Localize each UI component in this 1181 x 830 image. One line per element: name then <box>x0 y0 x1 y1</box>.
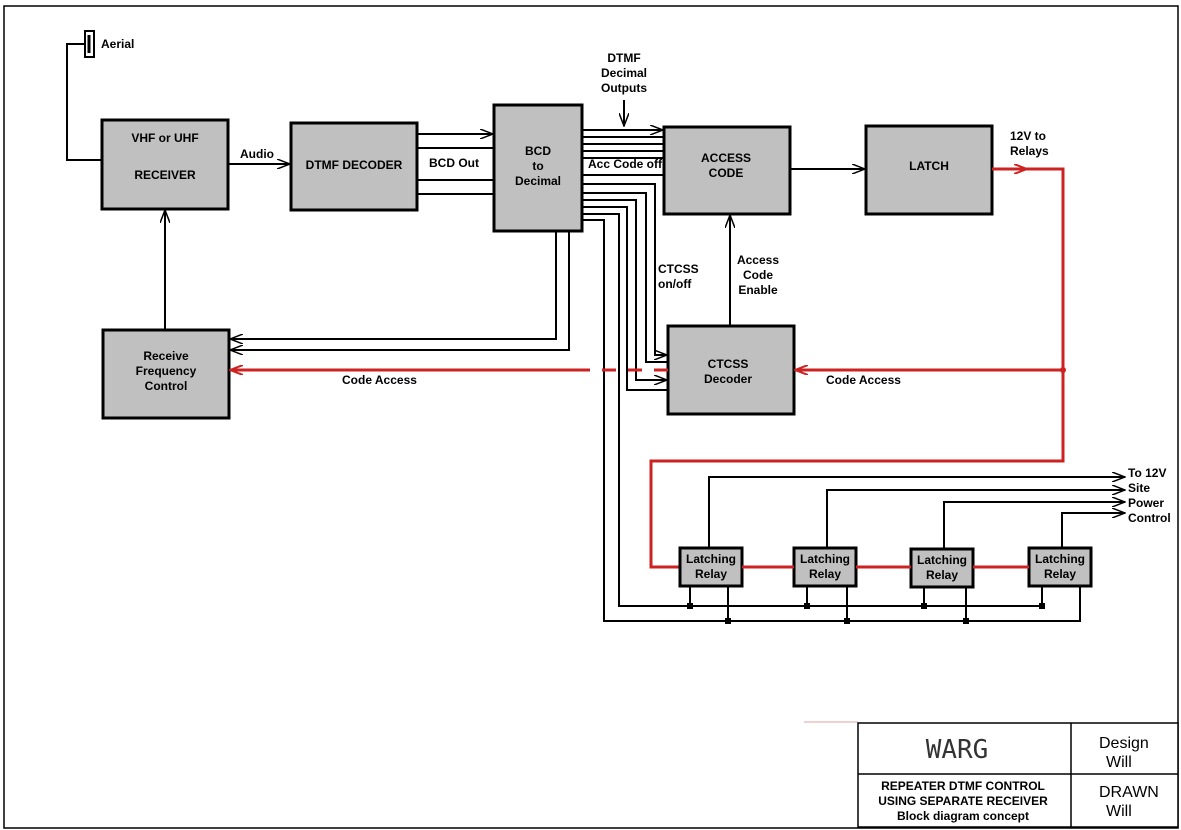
title-block <box>857 722 1179 828</box>
bcd-line-2: to <box>532 159 543 173</box>
label-code-access-left: Code Access <box>342 373 417 387</box>
title-line-1: REPEATER DTMF CONTROL <box>881 779 1045 793</box>
label-code-access-right: Code Access <box>826 373 901 387</box>
label-site-1: To 12V <box>1128 466 1166 480</box>
receiver-line-3: RECEIVER <box>134 168 196 182</box>
latching-relay-2 <box>792 546 858 588</box>
drawn-label: DRAWN <box>1099 784 1159 801</box>
title-line-3: Block diagram concept <box>897 809 1029 823</box>
label-dtmf-2: Decimal <box>601 66 647 80</box>
block-receiver <box>100 118 230 211</box>
label-ace-3: Enable <box>738 283 778 297</box>
ctcss-line-1: CTCSS <box>708 357 749 371</box>
design-name: Will <box>1106 754 1132 771</box>
receiver-line-1: VHF or UHF <box>131 131 198 145</box>
latching-relay-1 <box>678 546 744 588</box>
page-border <box>3 5 1179 829</box>
label-audio: Audio <box>240 147 274 161</box>
block-rx-freq-control <box>101 328 231 420</box>
relay-3-line-1: Latching <box>917 553 967 567</box>
label-site-2: Site <box>1128 481 1150 495</box>
title-org: WARG <box>926 735 989 765</box>
label-ace-1: Access <box>737 253 779 267</box>
drawn-name: Will <box>1106 803 1132 820</box>
rx-freq-line-1: Receive <box>143 349 189 363</box>
rx-freq-line-2: Frequency <box>136 364 197 378</box>
label-aerial: Aerial <box>101 37 134 51</box>
bcd-line-1: BCD <box>525 144 551 158</box>
label-dtmf-1: DTMF <box>607 51 640 65</box>
relay-4-line-1: Latching <box>1035 552 1085 566</box>
label-ctcss-2: on/off <box>658 277 692 291</box>
relay-3-line-2: Relay <box>926 568 958 582</box>
relay-1-line-1: Latching <box>686 552 736 566</box>
label-site-4: Control <box>1128 511 1171 525</box>
block-bcd-to-decimal <box>492 103 584 233</box>
bcd-line-3: Decimal <box>515 174 561 188</box>
label-acc-code-off: Acc Code off <box>588 157 663 171</box>
latch-text: LATCH <box>909 159 949 173</box>
label-dtmf-3: Outputs <box>601 81 647 95</box>
label-ace-2: Code <box>743 268 773 282</box>
block-access-code <box>662 125 792 216</box>
label-site-3: Power <box>1128 496 1164 510</box>
relay-4-line-2: Relay <box>1044 567 1076 581</box>
access-code-line-1: ACCESS <box>701 151 751 165</box>
label-bcd-out: BCD Out <box>429 156 479 170</box>
label-12v-2: Relays <box>1010 144 1049 158</box>
rx-freq-line-3: Control <box>145 379 188 393</box>
dtmf-decoder-text: DTMF DECODER <box>306 158 403 172</box>
label-ctcss-1: CTCSS <box>658 262 699 276</box>
relay-2-line-2: Relay <box>809 567 841 581</box>
relay-2-line-1: Latching <box>800 552 850 566</box>
title-line-2: USING SEPARATE RECEIVER <box>878 794 1048 808</box>
design-label: Design <box>1099 735 1149 752</box>
access-code-line-2: CODE <box>709 166 744 180</box>
ctcss-line-2: Decoder <box>704 372 752 386</box>
relay-1-line-2: Relay <box>695 567 727 581</box>
block-dtmf-decoder <box>289 121 419 212</box>
label-12v-1: 12V to <box>1010 129 1046 143</box>
